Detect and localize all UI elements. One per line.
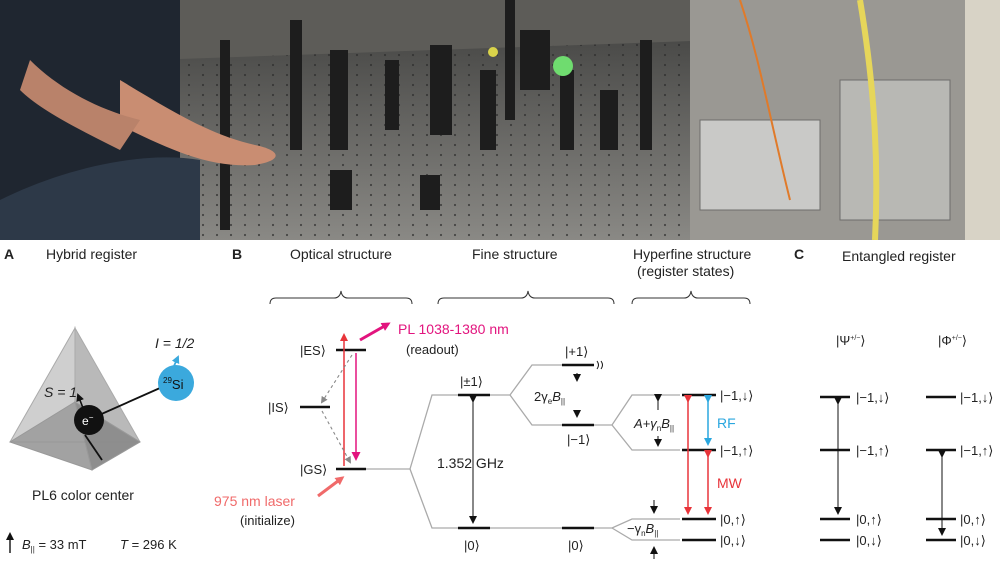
label-plus1: |+1⟩: [565, 344, 588, 359]
diagram-panels: A Hybrid register e− S = 1 29Si I = 1/2 …: [0, 240, 1000, 562]
fine-split-label: 2γeB||: [534, 389, 565, 406]
connector-0-up: [594, 518, 680, 529]
label-m1-down: |−1,↓⟩: [720, 388, 753, 403]
energy-level-diagram: A Hybrid register e− S = 1 29Si I = 1/2 …: [4, 246, 993, 559]
axis-break-icon: [596, 360, 603, 370]
connector-0-down: [611, 527, 680, 541]
c-phi-label-m1-down: |−1,↓⟩: [960, 390, 993, 405]
isc-arrow-return: [321, 410, 351, 464]
hyperfine-subtitle: (register states): [637, 263, 734, 279]
phi-label: |Φ+/−⟩: [938, 333, 967, 348]
pl-label: PL 1038-1380 nm: [398, 321, 509, 337]
rf-label: RF: [717, 415, 736, 431]
connector-gs-0: [409, 468, 458, 529]
c-psi-label-m1-down: |−1,↓⟩: [856, 390, 889, 405]
label-es: |ES⟩: [300, 343, 326, 358]
electron-spin: [74, 405, 104, 435]
c-phi-label-m1-up: |−1,↑⟩: [960, 443, 993, 458]
label-pm1: |±1⟩: [460, 374, 483, 389]
isc-arrow-down: [320, 354, 353, 404]
readout-label: (readout): [406, 342, 459, 357]
connector-gs-pm1: [366, 394, 458, 470]
laser-label: 975 nm laser: [214, 493, 295, 509]
label-minus1: |−1⟩: [567, 432, 590, 447]
psi-label: |Ψ+/−⟩: [836, 333, 865, 348]
mw-label: MW: [717, 475, 743, 491]
spin-s-label: S = 1: [44, 384, 77, 400]
label-m1-up: |−1,↑⟩: [720, 443, 753, 458]
pl-arrow: [359, 322, 391, 342]
label-gs: |GS⟩: [300, 462, 327, 477]
bond-line-2: [84, 434, 103, 461]
panel-a-letter: A: [4, 246, 14, 262]
nuclear-spin: [158, 365, 194, 401]
fine-title: Fine structure: [472, 246, 558, 262]
c-phi-label-0-down: |0,↓⟩: [960, 533, 986, 548]
hf-split-label: A+γnB||: [633, 416, 674, 433]
laser-arrow: [317, 476, 345, 498]
connector-minus1-up: [611, 424, 680, 451]
connector-pm1-plus: [490, 364, 562, 396]
panel-a-title: Hybrid register: [46, 246, 137, 262]
label-0-up: |0,↑⟩: [720, 512, 746, 527]
label-0: |0⟩: [464, 538, 480, 553]
brace-optical: [269, 290, 413, 305]
isotope-label: 29Si: [163, 376, 184, 392]
initialize-label: (initialize): [240, 513, 295, 528]
c-psi-label-0-up: |0,↑⟩: [856, 512, 882, 527]
brace-hyperfine: [631, 290, 751, 305]
field-label: B|| = 33 mT: [22, 537, 87, 554]
panel-c-title: Entangled register: [842, 248, 956, 264]
electron-spin-arrow: [76, 393, 84, 409]
lab-photo-illustration: [0, 0, 1000, 240]
hyperfine-title: Hyperfine structure: [633, 246, 751, 262]
lab-photo: [0, 0, 1000, 240]
panel-c-letter: C: [794, 246, 804, 262]
temp-label: T = 296 K: [120, 537, 177, 552]
connector-pm1-minus: [509, 394, 562, 426]
label-0-down: |0,↓⟩: [720, 533, 746, 548]
nuclear-spin-arrow: [171, 355, 180, 367]
c-phi-label-0-up: |0,↑⟩: [960, 512, 986, 527]
electron-label: e−: [82, 413, 94, 428]
panel-a-caption: PL6 color center: [32, 487, 134, 503]
c-psi-label-0-down: |0,↓⟩: [856, 533, 882, 548]
hf0-split-label: −γnB||: [627, 521, 658, 538]
nuclear-spin-label: I = 1/2: [155, 335, 195, 351]
optical-title: Optical structure: [290, 246, 392, 262]
brace-fine: [437, 290, 615, 305]
panel-b-letter: B: [232, 246, 242, 262]
gap-label: 1.352 GHz: [437, 455, 504, 471]
c-psi-label-m1-up: |−1,↑⟩: [856, 443, 889, 458]
label-0-fine: |0⟩: [568, 538, 584, 553]
label-is: |IS⟩: [268, 400, 289, 415]
